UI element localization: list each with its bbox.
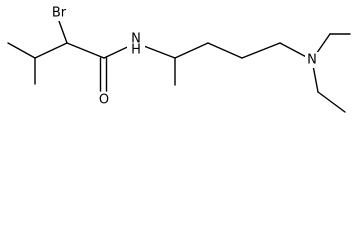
- bond-chain-3: [241, 42, 281, 59]
- bond-ethyl-down-ch2-to-ch3: [317, 91, 346, 113]
- bond-methyl-top-to-ch: [7, 42, 36, 59]
- br-label-background: [48, 6, 70, 21]
- oxygen-label: O: [99, 93, 109, 108]
- amide-nitrogen-label: N: [131, 32, 141, 47]
- bond-chain-1: [174, 42, 209, 59]
- bromine-label: Br: [52, 6, 67, 21]
- bond-chain-2: [207, 42, 243, 59]
- amide-hydrogen-label: H: [131, 43, 141, 58]
- oxygen-label-background: [97, 92, 111, 108]
- skeletal-structure-diagram: Br N H O N: [7, 6, 351, 113]
- bonds: [7, 20, 351, 113]
- atom-labels: Br N H O N: [48, 6, 319, 108]
- amine-nitrogen-label: N: [307, 53, 317, 68]
- bond-ch-to-chbr: [34, 42, 68, 59]
- nh-label-background: [127, 32, 145, 56]
- bond-chbr-to-carbonyl: [66, 42, 105, 59]
- amine-nitrogen-label-background: [305, 52, 319, 68]
- bond-chbr-to-br: [58, 20, 68, 44]
